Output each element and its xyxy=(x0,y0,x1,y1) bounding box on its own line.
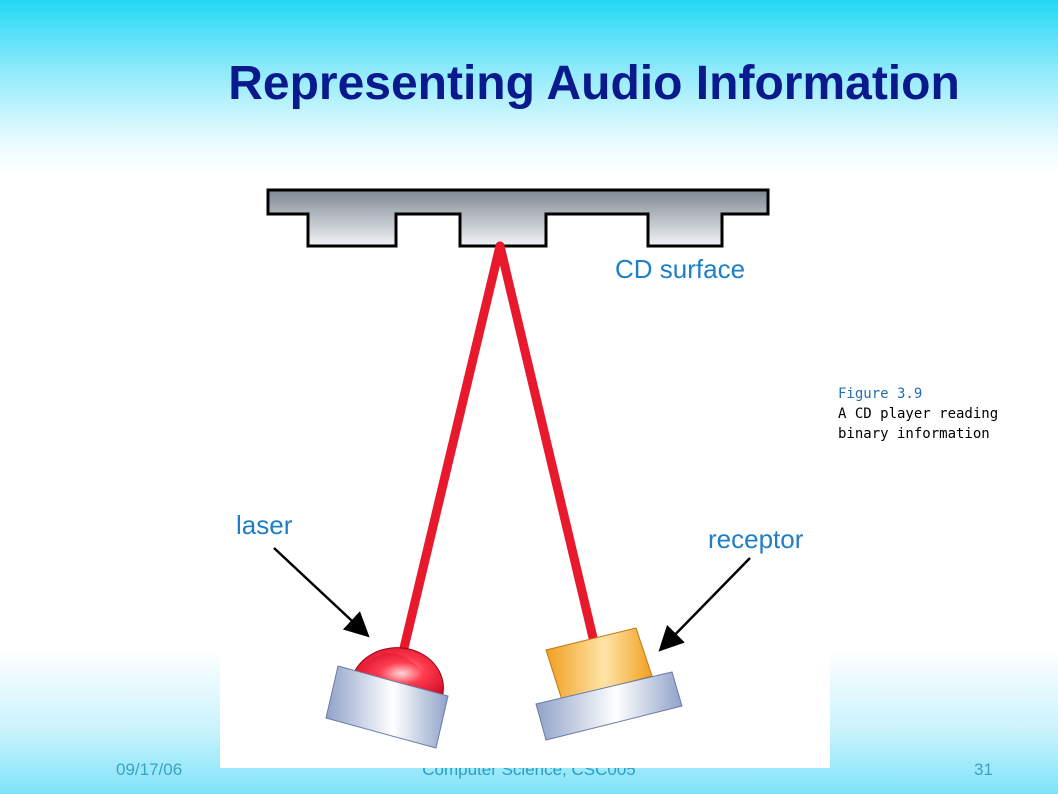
figure-panel xyxy=(220,178,830,768)
reflected-beam xyxy=(495,241,599,647)
cd-surface-shape xyxy=(266,188,770,248)
laser-pointer-arrow xyxy=(273,547,370,638)
slide-title: Representing Audio Information xyxy=(228,57,960,110)
figure-caption: Figure 3.9 A CD player reading binary in… xyxy=(838,384,998,444)
laser-emitter-icon xyxy=(325,647,449,749)
receptor-label: receptor xyxy=(708,524,804,554)
footer-date: 09/17/06 xyxy=(116,760,183,779)
footer-page-number: 31 xyxy=(974,760,993,779)
laser-label: laser xyxy=(236,510,293,540)
figure-number: Figure 3.9 xyxy=(838,386,923,402)
receptor-icon xyxy=(535,627,683,741)
incident-beam xyxy=(399,241,505,653)
caption-line-1: A CD player reading xyxy=(838,406,999,422)
receptor-pointer-arrow xyxy=(658,557,751,652)
caption-line-2: binary information xyxy=(838,426,990,442)
cd-surface-label: CD surface xyxy=(615,254,745,284)
